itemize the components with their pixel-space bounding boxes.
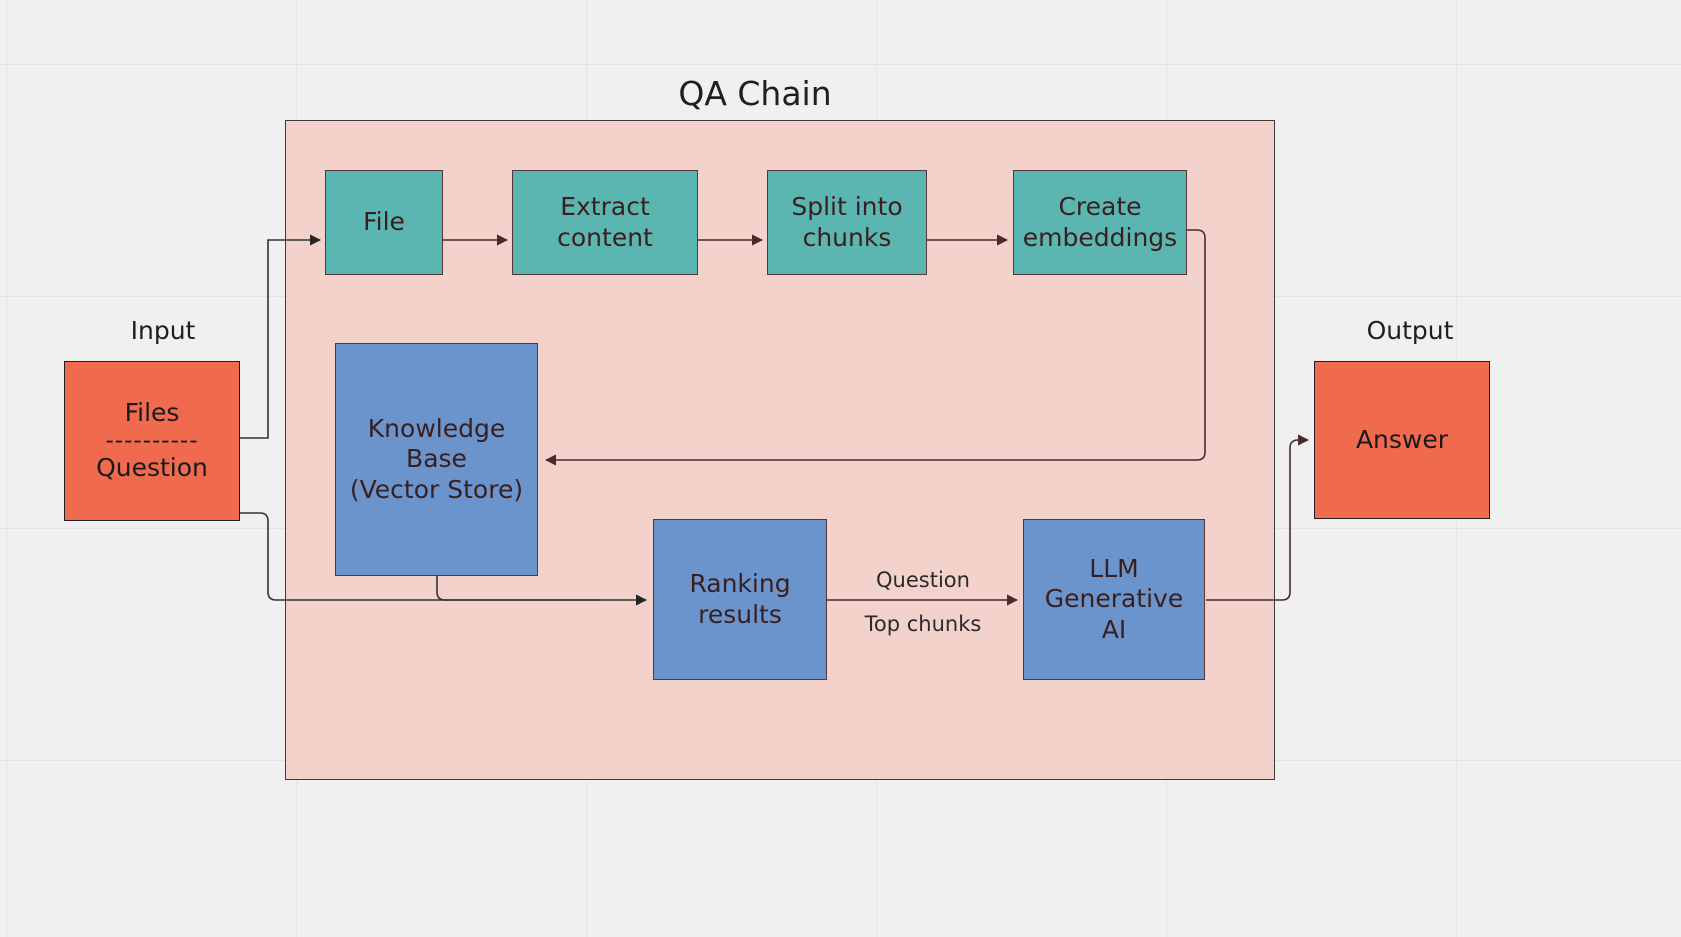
node-kb-label-1: Knowledge: [367, 413, 506, 443]
node-llm-label-3: AI: [1101, 614, 1127, 644]
node-split-label-1: Split into: [791, 192, 903, 221]
node-split-into-chunks[interactable]: Split into chunks: [767, 170, 927, 275]
node-input-files-question[interactable]: Files ---------- Question: [64, 361, 240, 521]
input-files-label: Files: [124, 398, 180, 428]
input-question-label: Question: [96, 453, 208, 483]
node-split-label-2: chunks: [802, 222, 892, 252]
node-extract-label-1: Extract: [560, 192, 650, 221]
node-create-embeddings[interactable]: Create embeddings: [1013, 170, 1187, 275]
edge-label-question: Question: [876, 568, 970, 592]
edge-label-top-chunks: Top chunks: [864, 612, 982, 636]
node-extract-content[interactable]: Extract content: [512, 170, 698, 275]
node-knowledge-base[interactable]: Knowledge Base (Vector Store): [335, 343, 538, 576]
node-answer-label: Answer: [1355, 424, 1449, 454]
node-embeddings-label-1: Create: [1058, 192, 1142, 221]
node-ranking-results[interactable]: Ranking results: [653, 519, 827, 680]
node-ranking-label-1: Ranking: [689, 569, 791, 598]
node-file[interactable]: File: [325, 170, 443, 275]
node-embeddings-label-2: embeddings: [1022, 222, 1178, 252]
node-answer[interactable]: Answer: [1314, 361, 1490, 519]
node-llm-label-2: Generative: [1044, 584, 1184, 614]
node-llm-generative-ai[interactable]: LLM Generative AI: [1023, 519, 1205, 680]
diagram-title: QA Chain: [678, 74, 832, 113]
node-kb-label-2: Base: [406, 444, 467, 474]
output-section-label: Output: [1366, 316, 1454, 345]
input-section-label: Input: [130, 316, 196, 345]
node-extract-label-2: content: [557, 222, 653, 252]
node-file-label: File: [363, 207, 405, 237]
input-separator: ----------: [105, 427, 199, 454]
node-kb-label-3: (Vector Store): [349, 474, 524, 504]
node-llm-label-1: LLM: [1089, 553, 1139, 583]
node-ranking-label-2: results: [698, 599, 782, 629]
